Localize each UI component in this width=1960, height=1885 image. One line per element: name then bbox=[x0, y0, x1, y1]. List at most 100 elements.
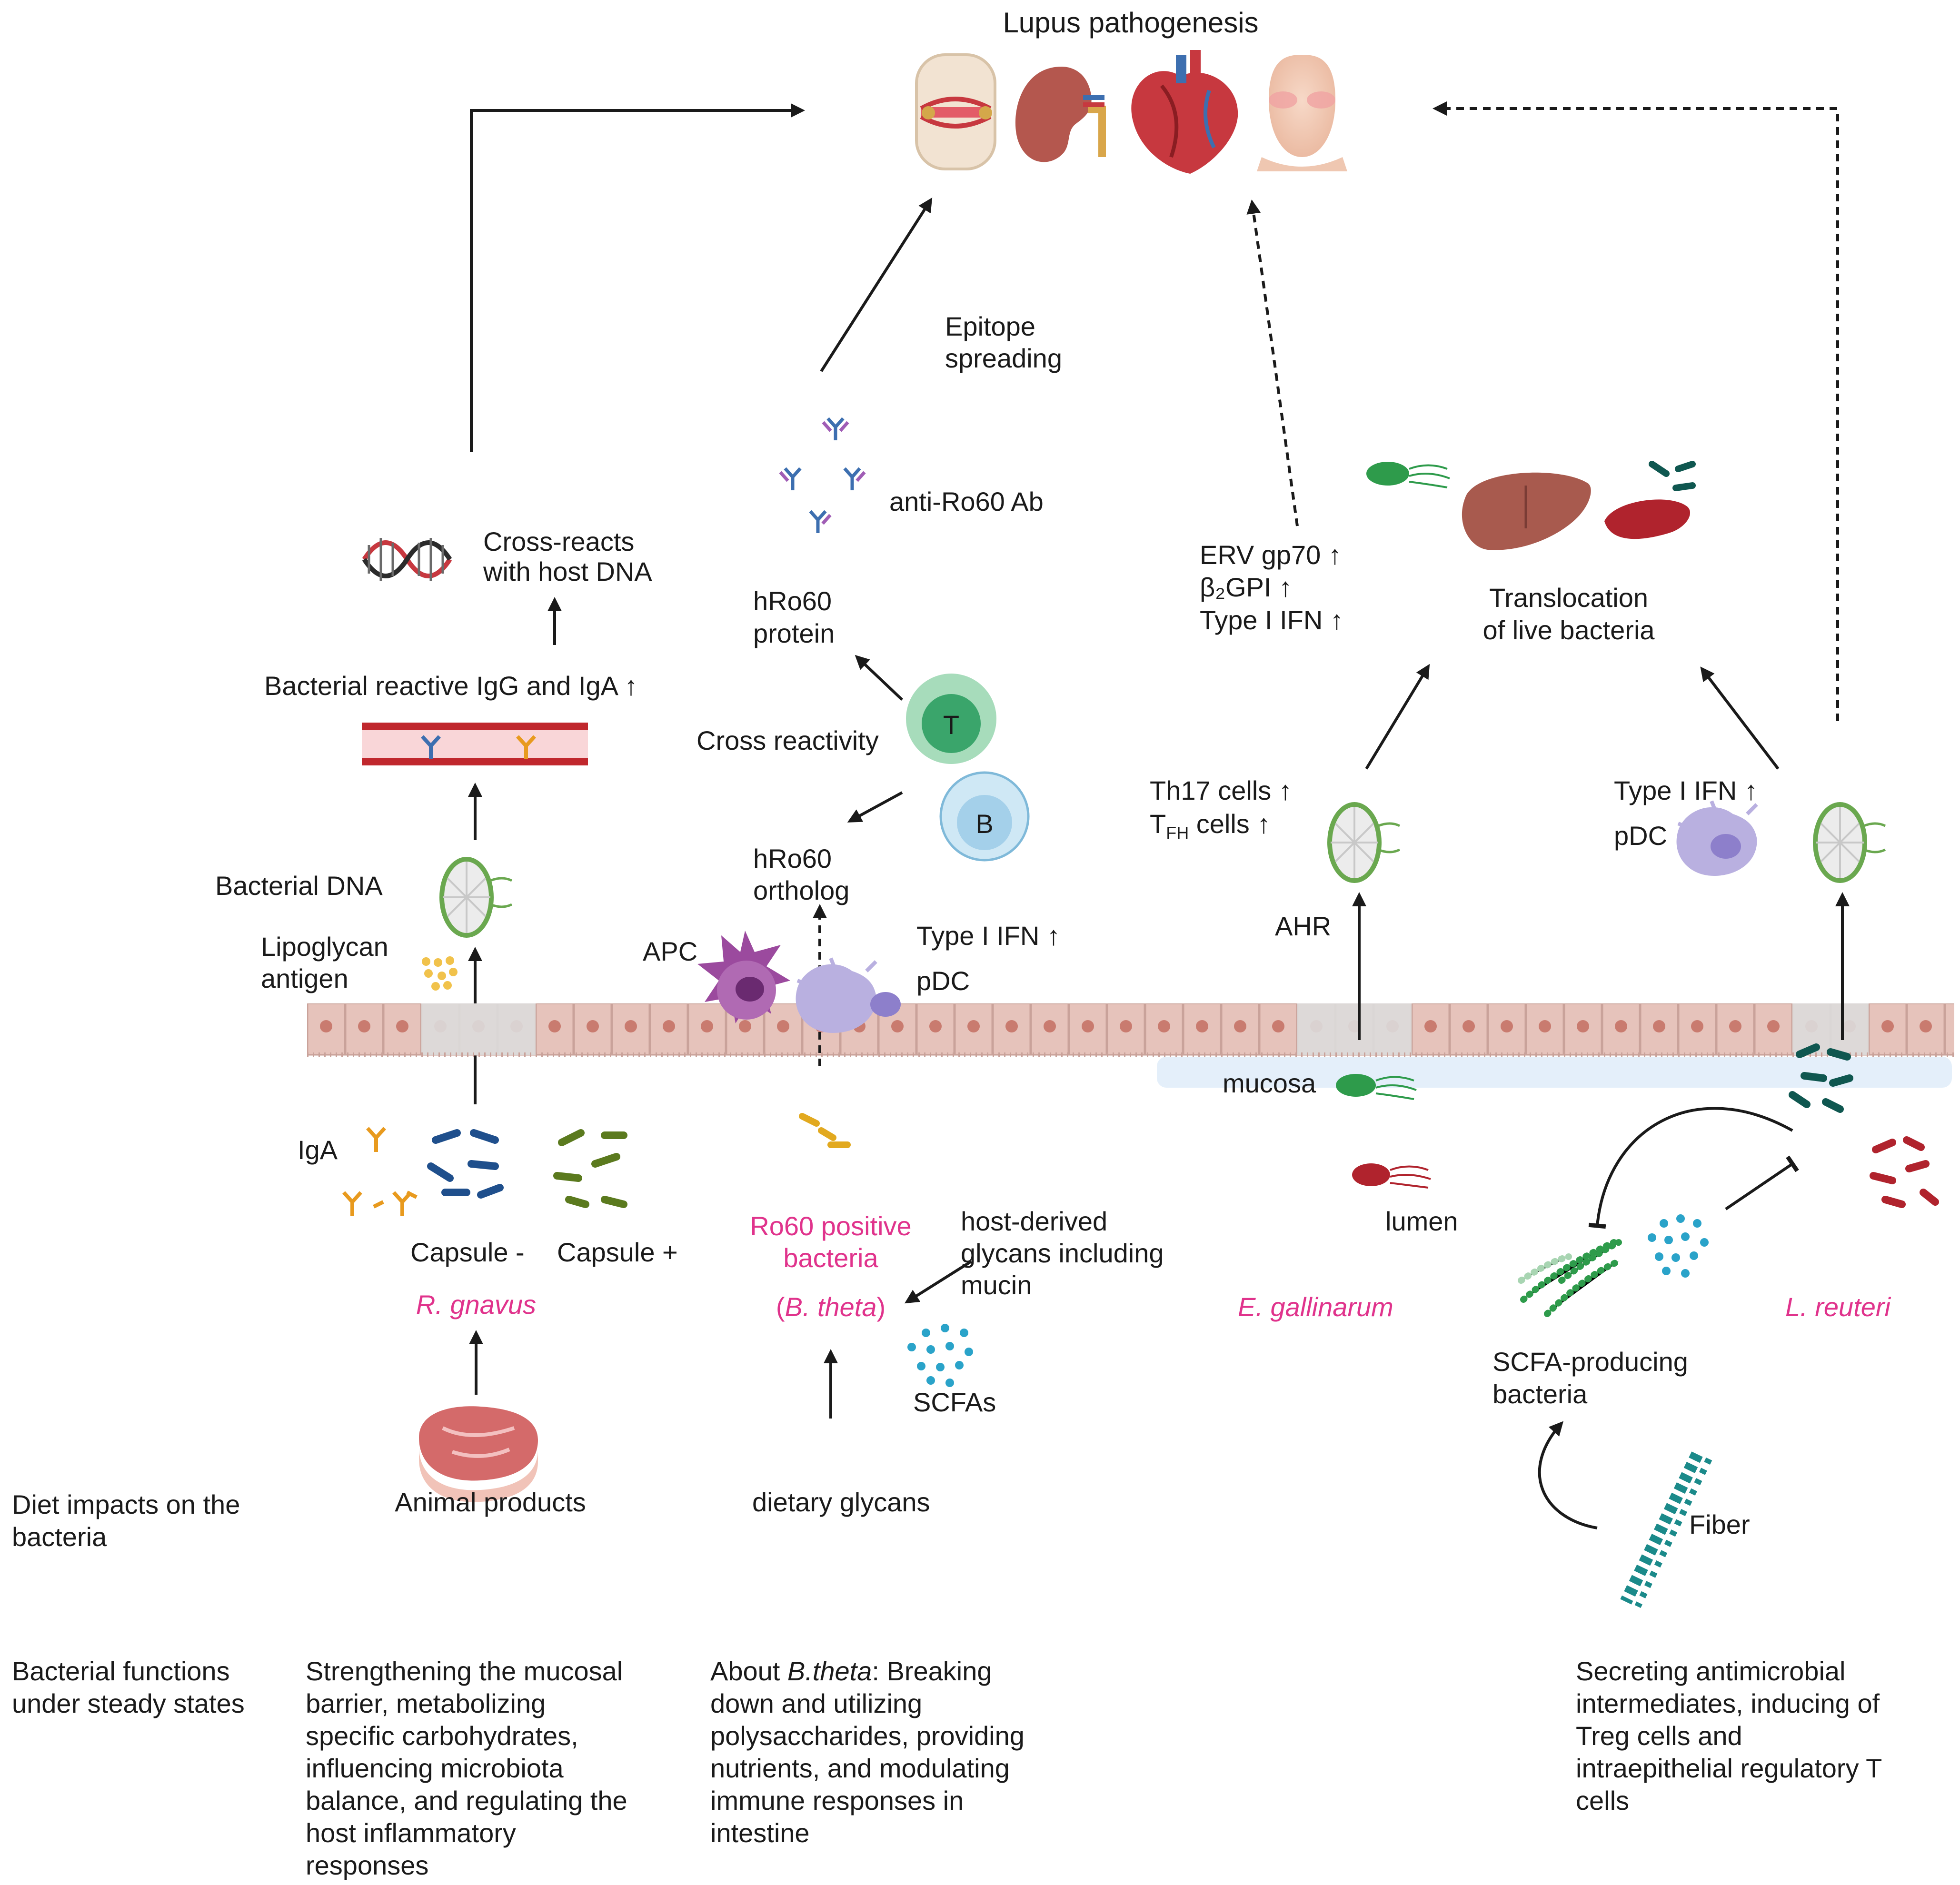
tfh-subscript: FH bbox=[1166, 823, 1189, 843]
b-theta-functions-first: : Breaking bbox=[872, 1656, 992, 1686]
e-gallinarum-label: E. gallinarum bbox=[1238, 1292, 1393, 1322]
arrow-rgnavus-to-lupus bbox=[470, 103, 805, 452]
epitope-label: Epitope bbox=[945, 311, 1035, 341]
iga-vessel-icon bbox=[516, 735, 536, 759]
host-glycans-label-line2: glycans including bbox=[961, 1238, 1164, 1268]
l-reuteri-functions: Secreting antimicrobial intermediates, i… bbox=[1576, 1656, 1882, 1816]
center-ifn-label: Type I IFN ↑ bbox=[916, 921, 1060, 951]
arrow-lreuteri-to-lupus bbox=[1433, 101, 1839, 721]
anti-ro60-label: anti-Ro60 Ab bbox=[889, 486, 1044, 516]
b-theta-functions: About B.theta: Breaking down and utilizi… bbox=[710, 1656, 1025, 1848]
arrow-t-to-protein bbox=[855, 655, 904, 701]
b-theta-label: (B. theta) bbox=[776, 1292, 885, 1322]
b-theta-functions-line3: polysaccharides, providing bbox=[710, 1721, 1025, 1751]
r-gnavus-label: R. gnavus bbox=[416, 1290, 536, 1320]
arrow-lymph-to-translocation-e bbox=[1365, 664, 1430, 770]
r-gnavus-capsule-plus-bacteria bbox=[553, 1129, 627, 1208]
arrow-lymph-to-translocation-l bbox=[1700, 666, 1780, 770]
epithelium-band bbox=[307, 1003, 1954, 1088]
lipoglycan-label-line2: antigen bbox=[261, 963, 348, 993]
l-reuteri-functions-line4: intraepithelial regulatory T bbox=[1576, 1753, 1882, 1783]
mucosa-label: mucosa bbox=[1223, 1068, 1316, 1098]
r-gnavus-functions-line3: specific carbohydrates, bbox=[306, 1721, 578, 1751]
lymph-node-icon-left bbox=[439, 857, 513, 938]
spleen-icon bbox=[1604, 499, 1691, 539]
diet-impacts-label-line2: bacteria bbox=[12, 1522, 107, 1552]
r-gnavus-functions-line6: host inflammatory bbox=[306, 1818, 516, 1848]
bacterial-dna-label: Bacterial DNA bbox=[215, 871, 383, 901]
hro60-protein-label-line2: protein bbox=[753, 618, 835, 648]
l-reuteri-bacteria-mucosa bbox=[1789, 1043, 1853, 1113]
l-reuteri-functions-line2: intermediates, inducing of bbox=[1576, 1688, 1880, 1718]
r-gnavus-functions: Strengthening the mucosal barrier, metab… bbox=[306, 1656, 627, 1880]
apc-label: APC bbox=[643, 936, 697, 966]
scfa-bacteria-label-line2: bacteria bbox=[1492, 1379, 1588, 1409]
apc-cell bbox=[697, 931, 790, 1023]
lipoglycan-label: Lipoglycan bbox=[261, 932, 388, 962]
bacterial-functions-label-line2: under steady states bbox=[12, 1688, 245, 1718]
red-bacteria-lumen bbox=[1870, 1136, 1939, 1208]
t-cell: T bbox=[906, 674, 996, 764]
l-reuteri-functions-line3: Treg cells and bbox=[1576, 1721, 1742, 1751]
bacterial-functions-label: Bacterial functions bbox=[12, 1656, 230, 1686]
cross-reacts-label: Cross-reacts bbox=[483, 526, 634, 556]
anti-ro60-antibodies bbox=[779, 417, 866, 533]
center-pdc-cell bbox=[796, 957, 901, 1033]
b-theta-functions-line6: intestine bbox=[710, 1818, 810, 1848]
e-gallinarum-bacterium-mucosa bbox=[1336, 1074, 1417, 1100]
blood-vessel-icon bbox=[362, 723, 588, 765]
b-cell: B bbox=[939, 771, 1030, 862]
b-theta-functions-line5: immune responses in bbox=[710, 1786, 964, 1816]
ahr-label: AHR bbox=[1275, 911, 1331, 941]
scfas-label: SCFAs bbox=[913, 1387, 996, 1417]
b-cell-label: B bbox=[975, 809, 993, 839]
capsule-plus-label: Capsule + bbox=[557, 1237, 678, 1267]
b-theta-bacteria bbox=[799, 1113, 851, 1148]
epitope-label-line2: spreading bbox=[945, 343, 1062, 373]
face-rash-icon bbox=[1257, 55, 1347, 171]
host-glycans-label-line3: mucin bbox=[961, 1270, 1032, 1300]
scfa-bacteria-label: SCFA-producing bbox=[1492, 1347, 1688, 1377]
r-gnavus-functions-line5: balance, and regulating the bbox=[306, 1786, 627, 1816]
fiber-icon bbox=[1620, 1451, 1712, 1608]
arrow-epitope-to-lupus bbox=[820, 197, 933, 372]
arrow-glycans-to-btheta bbox=[904, 1260, 972, 1304]
right-scfa-dots bbox=[1648, 1214, 1709, 1278]
dietary-glycans-label: dietary glycans bbox=[752, 1487, 930, 1517]
e-gallinarum-bacterium-top bbox=[1366, 462, 1450, 488]
right-pdc-label: pDC bbox=[1614, 821, 1667, 851]
hro60-protein-label: hRo60 bbox=[753, 586, 832, 616]
b-theta-functions-line1: About B.theta: Breaking bbox=[710, 1656, 992, 1686]
b-theta-name: B. theta bbox=[785, 1292, 876, 1322]
tfh-t: T bbox=[1150, 809, 1166, 839]
l-reuteri-label: L. reuteri bbox=[1785, 1292, 1891, 1322]
b-theta-paren-open: ( bbox=[776, 1292, 785, 1322]
cross-reacts-label-line2: with host DNA bbox=[483, 556, 652, 586]
arrow-markers-to-lupus bbox=[1246, 199, 1299, 526]
l-reuteri-bacteria-top bbox=[1649, 461, 1696, 491]
inhibit-lreuteri-to-scfa bbox=[1588, 1107, 1793, 1229]
right-ifn-top-label: Type I IFN ↑ bbox=[1200, 605, 1343, 635]
host-glycans-label: host-derived bbox=[961, 1206, 1107, 1236]
t-cell-label: T bbox=[943, 710, 959, 740]
lymph-node-icon-center bbox=[1327, 802, 1401, 883]
igg-icon bbox=[421, 735, 441, 759]
scfa-producing-bacteria-chains bbox=[1518, 1239, 1622, 1317]
joint-icon bbox=[915, 53, 996, 170]
center-scfa-dots bbox=[907, 1324, 973, 1387]
th17-label: Th17 cells ↑ bbox=[1150, 775, 1292, 805]
tfh-rest: cells ↑ bbox=[1189, 809, 1270, 839]
ro60-positive-label-line2: bacteria bbox=[783, 1243, 878, 1273]
b-theta-functions-prefix: About bbox=[710, 1656, 787, 1686]
r-gnavus-functions-line1: Strengthening the mucosal bbox=[306, 1656, 623, 1686]
hro60-ortholog-label-line2: ortholog bbox=[753, 875, 849, 905]
l-reuteri-functions-line1: Secreting antimicrobial bbox=[1576, 1656, 1845, 1686]
capsule-minus-label: Capsule - bbox=[410, 1237, 525, 1267]
arrow-fiber-to-scfa-bacteria bbox=[1538, 1421, 1598, 1529]
lymph-node-icon-right bbox=[1813, 802, 1886, 883]
ro60-positive-label: Ro60 positive bbox=[750, 1211, 911, 1241]
r-gnavus-functions-line4: influencing microbiota bbox=[306, 1753, 564, 1783]
meat-steak-icon bbox=[419, 1406, 538, 1502]
right-ifn-label: Type I IFN ↑ bbox=[1614, 775, 1758, 805]
